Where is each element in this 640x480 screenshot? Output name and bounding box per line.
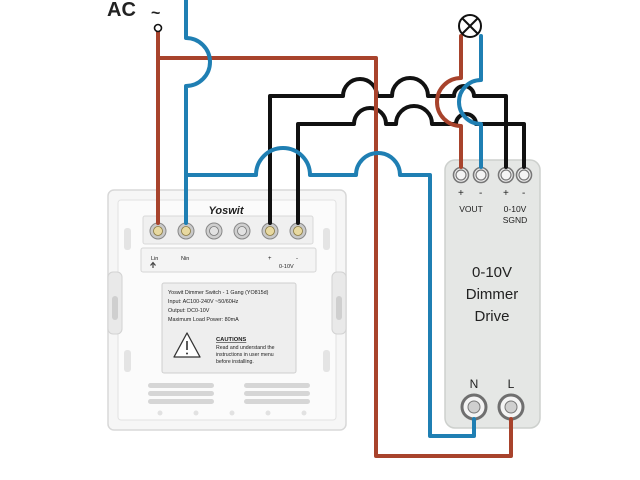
driver-terminal-caps <box>455 169 530 181</box>
ac-tilde-symbol: ~ <box>151 5 160 22</box>
ac-supply-label: AC <box>107 0 136 21</box>
driver-terminal-l[interactable] <box>497 393 525 421</box>
driver-input-n-label: N <box>470 377 479 391</box>
driver-title-line-2: Dimmer <box>466 286 519 303</box>
caution-line-3: before installing. <box>216 359 254 365</box>
switch-terminal-nin[interactable] <box>177 222 195 240</box>
driver-terminal-n[interactable] <box>460 393 488 421</box>
switch-brand: Yoswit <box>208 205 244 217</box>
dimmer-switch: Yoswit <box>107 189 347 431</box>
warning-icon <box>173 332 201 358</box>
spec-line-3: Output: DC0-10V <box>168 308 210 314</box>
terminal-label-plus: + <box>268 256 272 262</box>
spec-line-4: Maximum Load Power: 80mA <box>168 317 239 323</box>
live-wire-loop <box>156 56 513 458</box>
driver-sign-3: + <box>503 188 509 199</box>
dimmer-driver: + - + - VOUT 0-10V SGND 0-10V Dimmer Dri… <box>444 159 541 429</box>
ac-terminal-dot <box>153 23 163 33</box>
spec-line-1: Yoswit Dimmer Switch - 1 Gang (YO815d) <box>168 290 269 296</box>
spec-line-2: Input: AC100-240V ~50/60Hz <box>168 299 239 305</box>
lamp-wire-live <box>435 34 463 169</box>
caution-line-1: Read and understand the <box>216 345 275 351</box>
lamp-icon <box>458 14 482 38</box>
switch-terminal-minus[interactable] <box>289 222 307 240</box>
driver-title-line-3: Drive <box>474 308 509 325</box>
driver-sgnd-label-1: 0-10V <box>504 204 527 214</box>
driver-sgnd-label-2: SGND <box>503 215 528 225</box>
driver-sign-2: - <box>479 188 482 199</box>
control-wire-minus <box>296 104 526 225</box>
switch-terminal-unused-1[interactable] <box>205 222 223 240</box>
driver-vout-label: VOUT <box>459 204 483 214</box>
terminal-label-nin: Nin <box>181 256 189 262</box>
driver-sign-1: + <box>458 188 464 199</box>
switch-terminals <box>149 222 307 240</box>
neutral-wire-supply <box>184 0 212 225</box>
terminal-label-lin: Lin <box>151 256 158 262</box>
caution-line-2: instructions in user menu <box>216 352 274 358</box>
lamp-wire-neutral <box>457 34 483 169</box>
terminal-label-minus: - <box>296 256 298 262</box>
caution-title: CAUTIONS <box>216 337 246 343</box>
driver-title-line-1: 0-10V <box>472 264 512 281</box>
driver-input-l-label: L <box>508 377 515 391</box>
neutral-wire-loop <box>184 146 476 438</box>
switch-terminal-plus[interactable] <box>261 222 279 240</box>
terminal-label-range: 0-10V <box>279 264 294 270</box>
switch-terminal-unused-2[interactable] <box>233 222 251 240</box>
vent-slots <box>148 383 310 404</box>
switch-terminal-lin[interactable] <box>149 222 167 240</box>
up-arrow-icon <box>150 261 156 268</box>
driver-sign-4: - <box>522 188 525 199</box>
